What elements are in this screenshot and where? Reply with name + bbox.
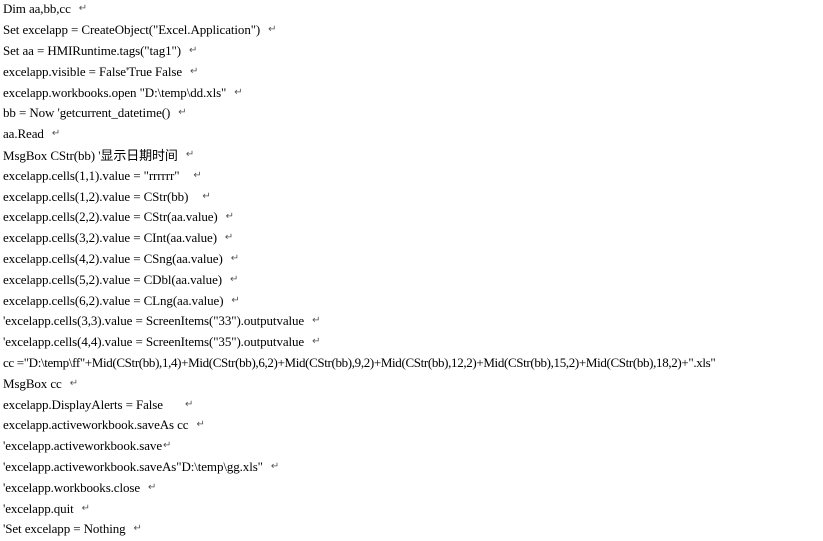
code-line: Dim aa,bb,cc ↵ xyxy=(0,0,823,20)
code-text: 'excelapp.workbooks.close xyxy=(3,479,141,495)
code-line: MsgBox CStr(bb) '显示日期时间 ↵ xyxy=(0,145,823,166)
paragraph-mark-icon: ↵ xyxy=(196,419,205,431)
code-text: excelapp.cells(6,2).value = CLng(aa.valu… xyxy=(3,292,224,308)
paragraph-mark-icon: ↵ xyxy=(234,86,243,98)
code-text: bb = Now 'getcurrent_datetime() xyxy=(3,105,171,121)
code-text: excelapp.activeworkbook.saveAs cc xyxy=(3,417,189,433)
code-line: excelapp.cells(2,2).value = CStr(aa.valu… xyxy=(0,207,823,228)
code-line: excelapp.cells(6,2).value = CLng(aa.valu… xyxy=(0,290,823,311)
paragraph-mark-icon: ↵ xyxy=(270,460,280,472)
code-text: excelapp.cells(5,2).value = CDbl(aa.valu… xyxy=(3,271,222,287)
code-text: excelapp.visible = False'True False xyxy=(3,63,182,79)
code-line: excelapp.visible = False'True False ↵ xyxy=(0,61,823,82)
paragraph-mark-icon: ↵ xyxy=(312,336,321,348)
code-line: excelapp.cells(1,1).value = "rrrrrr" ↵ xyxy=(0,165,823,186)
paragraph-mark-icon: ↵ xyxy=(312,315,321,327)
code-line: 'excelapp.activeworkbook.saveAs"D:\temp\… xyxy=(0,457,823,478)
paragraph-mark-icon: ↵ xyxy=(268,24,277,36)
paragraph-mark-icon: ↵ xyxy=(163,440,172,452)
code-text: 'Set excelapp = Nothing xyxy=(3,521,126,537)
paragraph-mark-icon: ↵ xyxy=(190,65,199,77)
code-text: excelapp.cells(1,1).value = "rrrrrr" xyxy=(3,167,180,183)
paragraph-mark-icon: ↵ xyxy=(193,169,202,181)
code-text: excelapp.cells(1,2).value = CStr(bb) xyxy=(3,188,189,204)
code-text: 'excelapp.activeworkbook.saveAs"D:\temp\… xyxy=(3,458,263,474)
code-text: excelapp.DisplayAlerts = False xyxy=(3,396,163,412)
code-text: MsgBox CStr(bb) '显示日期时间 xyxy=(3,148,178,164)
paragraph-mark-icon: ↵ xyxy=(184,398,194,410)
code-line: excelapp.DisplayAlerts = False ↵ xyxy=(0,394,823,415)
code-text: excelapp.workbooks.open "D:\temp\dd.xls" xyxy=(3,84,227,100)
code-line: excelapp.cells(4,2).value = CSng(aa.valu… xyxy=(0,249,823,270)
code-line: excelapp.workbooks.open "D:\temp\dd.xls"… xyxy=(0,82,823,103)
code-line: 'Set excelapp = Nothing ↵ xyxy=(0,519,823,540)
code-line: 'excelapp.cells(3,3).value = ScreenItems… xyxy=(0,311,823,332)
paragraph-mark-icon: ↵ xyxy=(188,44,198,56)
code-line: 'excelapp.quit ↵ xyxy=(0,498,823,519)
paragraph-mark-icon: ↵ xyxy=(185,148,195,160)
code-line: bb = Now 'getcurrent_datetime() ↵ xyxy=(0,103,823,124)
code-line: Set excelapp = CreateObject("Excel.Appli… xyxy=(0,20,823,41)
code-text: aa.Read xyxy=(3,126,44,142)
code-line: excelapp.cells(5,2).value = CDbl(aa.valu… xyxy=(0,269,823,290)
code-line: excelapp.cells(3,2).value = CInt(aa.valu… xyxy=(0,228,823,249)
paragraph-mark-icon: ↵ xyxy=(178,107,187,119)
code-text: cc ="D:\temp\ff"+Mid(CStr(bb),1,4)+Mid(C… xyxy=(3,354,716,370)
paragraph-mark-icon: ↵ xyxy=(224,232,234,244)
paragraph-mark-icon: ↵ xyxy=(231,294,240,306)
code-text: 'excelapp.quit xyxy=(3,500,74,516)
paragraph-mark-icon: ↵ xyxy=(81,502,90,514)
code-line: cc ="D:\temp\ff"+Mid(CStr(bb),1,4)+Mid(C… xyxy=(0,353,823,374)
code-line: 'excelapp.activeworkbook.save↵ xyxy=(0,436,823,457)
paragraph-mark-icon: ↵ xyxy=(229,273,239,285)
code-text: excelapp.cells(2,2).value = CStr(aa.valu… xyxy=(3,209,218,225)
paragraph-mark-icon: ↵ xyxy=(133,523,142,535)
code-text: 'excelapp.cells(3,3).value = ScreenItems… xyxy=(3,313,305,329)
paragraph-mark-icon: ↵ xyxy=(69,377,78,389)
code-text: MsgBox cc xyxy=(3,375,62,391)
code-text: 'excelapp.activeworkbook.save xyxy=(3,438,162,454)
code-text: 'excelapp.cells(4,4).value = ScreenItems… xyxy=(3,334,305,350)
code-line: Set aa = HMIRuntime.tags("tag1") ↵ xyxy=(0,41,823,62)
code-line: excelapp.activeworkbook.saveAs cc ↵ xyxy=(0,415,823,436)
paragraph-mark-icon: ↵ xyxy=(78,3,88,15)
paragraph-mark-icon: ↵ xyxy=(51,128,61,140)
code-line: aa.Read ↵ xyxy=(0,124,823,145)
paragraph-mark-icon: ↵ xyxy=(225,211,234,223)
code-text: Set aa = HMIRuntime.tags("tag1") xyxy=(3,42,181,58)
code-line: 'excelapp.workbooks.close ↵ xyxy=(0,477,823,498)
code-line: excelapp.cells(1,2).value = CStr(bb) ↵ xyxy=(0,186,823,207)
code-text: excelapp.cells(3,2).value = CInt(aa.valu… xyxy=(3,230,217,246)
code-text: excelapp.cells(4,2).value = CSng(aa.valu… xyxy=(3,250,223,266)
paragraph-mark-icon: ↵ xyxy=(230,252,239,264)
code-line: 'excelapp.cells(4,4).value = ScreenItems… xyxy=(0,332,823,353)
paragraph-mark-icon: ↵ xyxy=(148,481,157,493)
paragraph-mark-icon: ↵ xyxy=(202,190,211,202)
code-line: MsgBox cc ↵ xyxy=(0,373,823,394)
code-text: Dim aa,bb,cc xyxy=(3,1,71,17)
code-text: Set excelapp = CreateObject("Excel.Appli… xyxy=(3,22,261,38)
